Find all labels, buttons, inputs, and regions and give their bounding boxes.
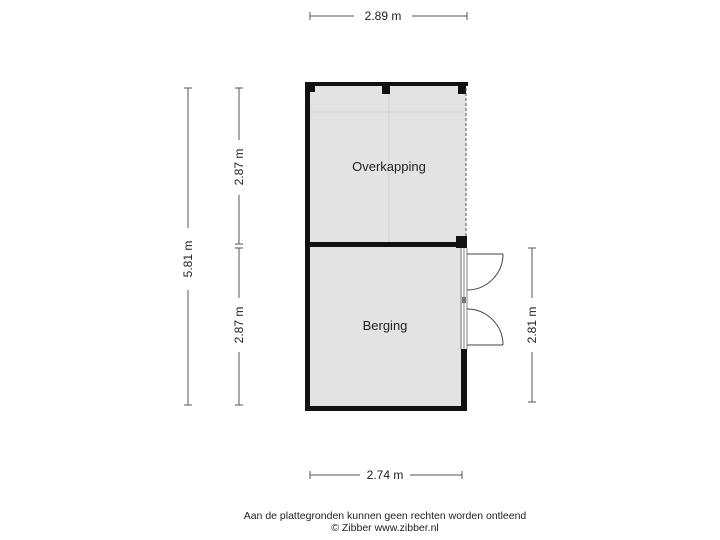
footer-disclaimer: Aan de plattegronden kunnen geen rechten… [244,510,527,522]
room-label-berging: Berging [363,318,408,333]
room-label-overkapping: Overkapping [352,159,426,174]
footer-copyright: © Zibber www.zibber.nl [331,522,439,534]
dimension-bottom-width: 2.74 m [367,468,404,482]
overkapping-grid [309,86,466,243]
dimension-upper-height: 2.87 m [232,149,246,186]
double-door [466,253,504,346]
door-mullion [462,297,466,303]
dimension-lower-height: 2.87 m [232,307,246,344]
dimension-top-width: 2.89 m [365,9,402,23]
dimension-total-height: 5.81 m [181,241,195,278]
berging-floor [309,247,462,407]
dimension-right-height: 2.81 m [525,307,539,344]
dimension-lines [184,12,536,479]
walls [305,82,468,411]
